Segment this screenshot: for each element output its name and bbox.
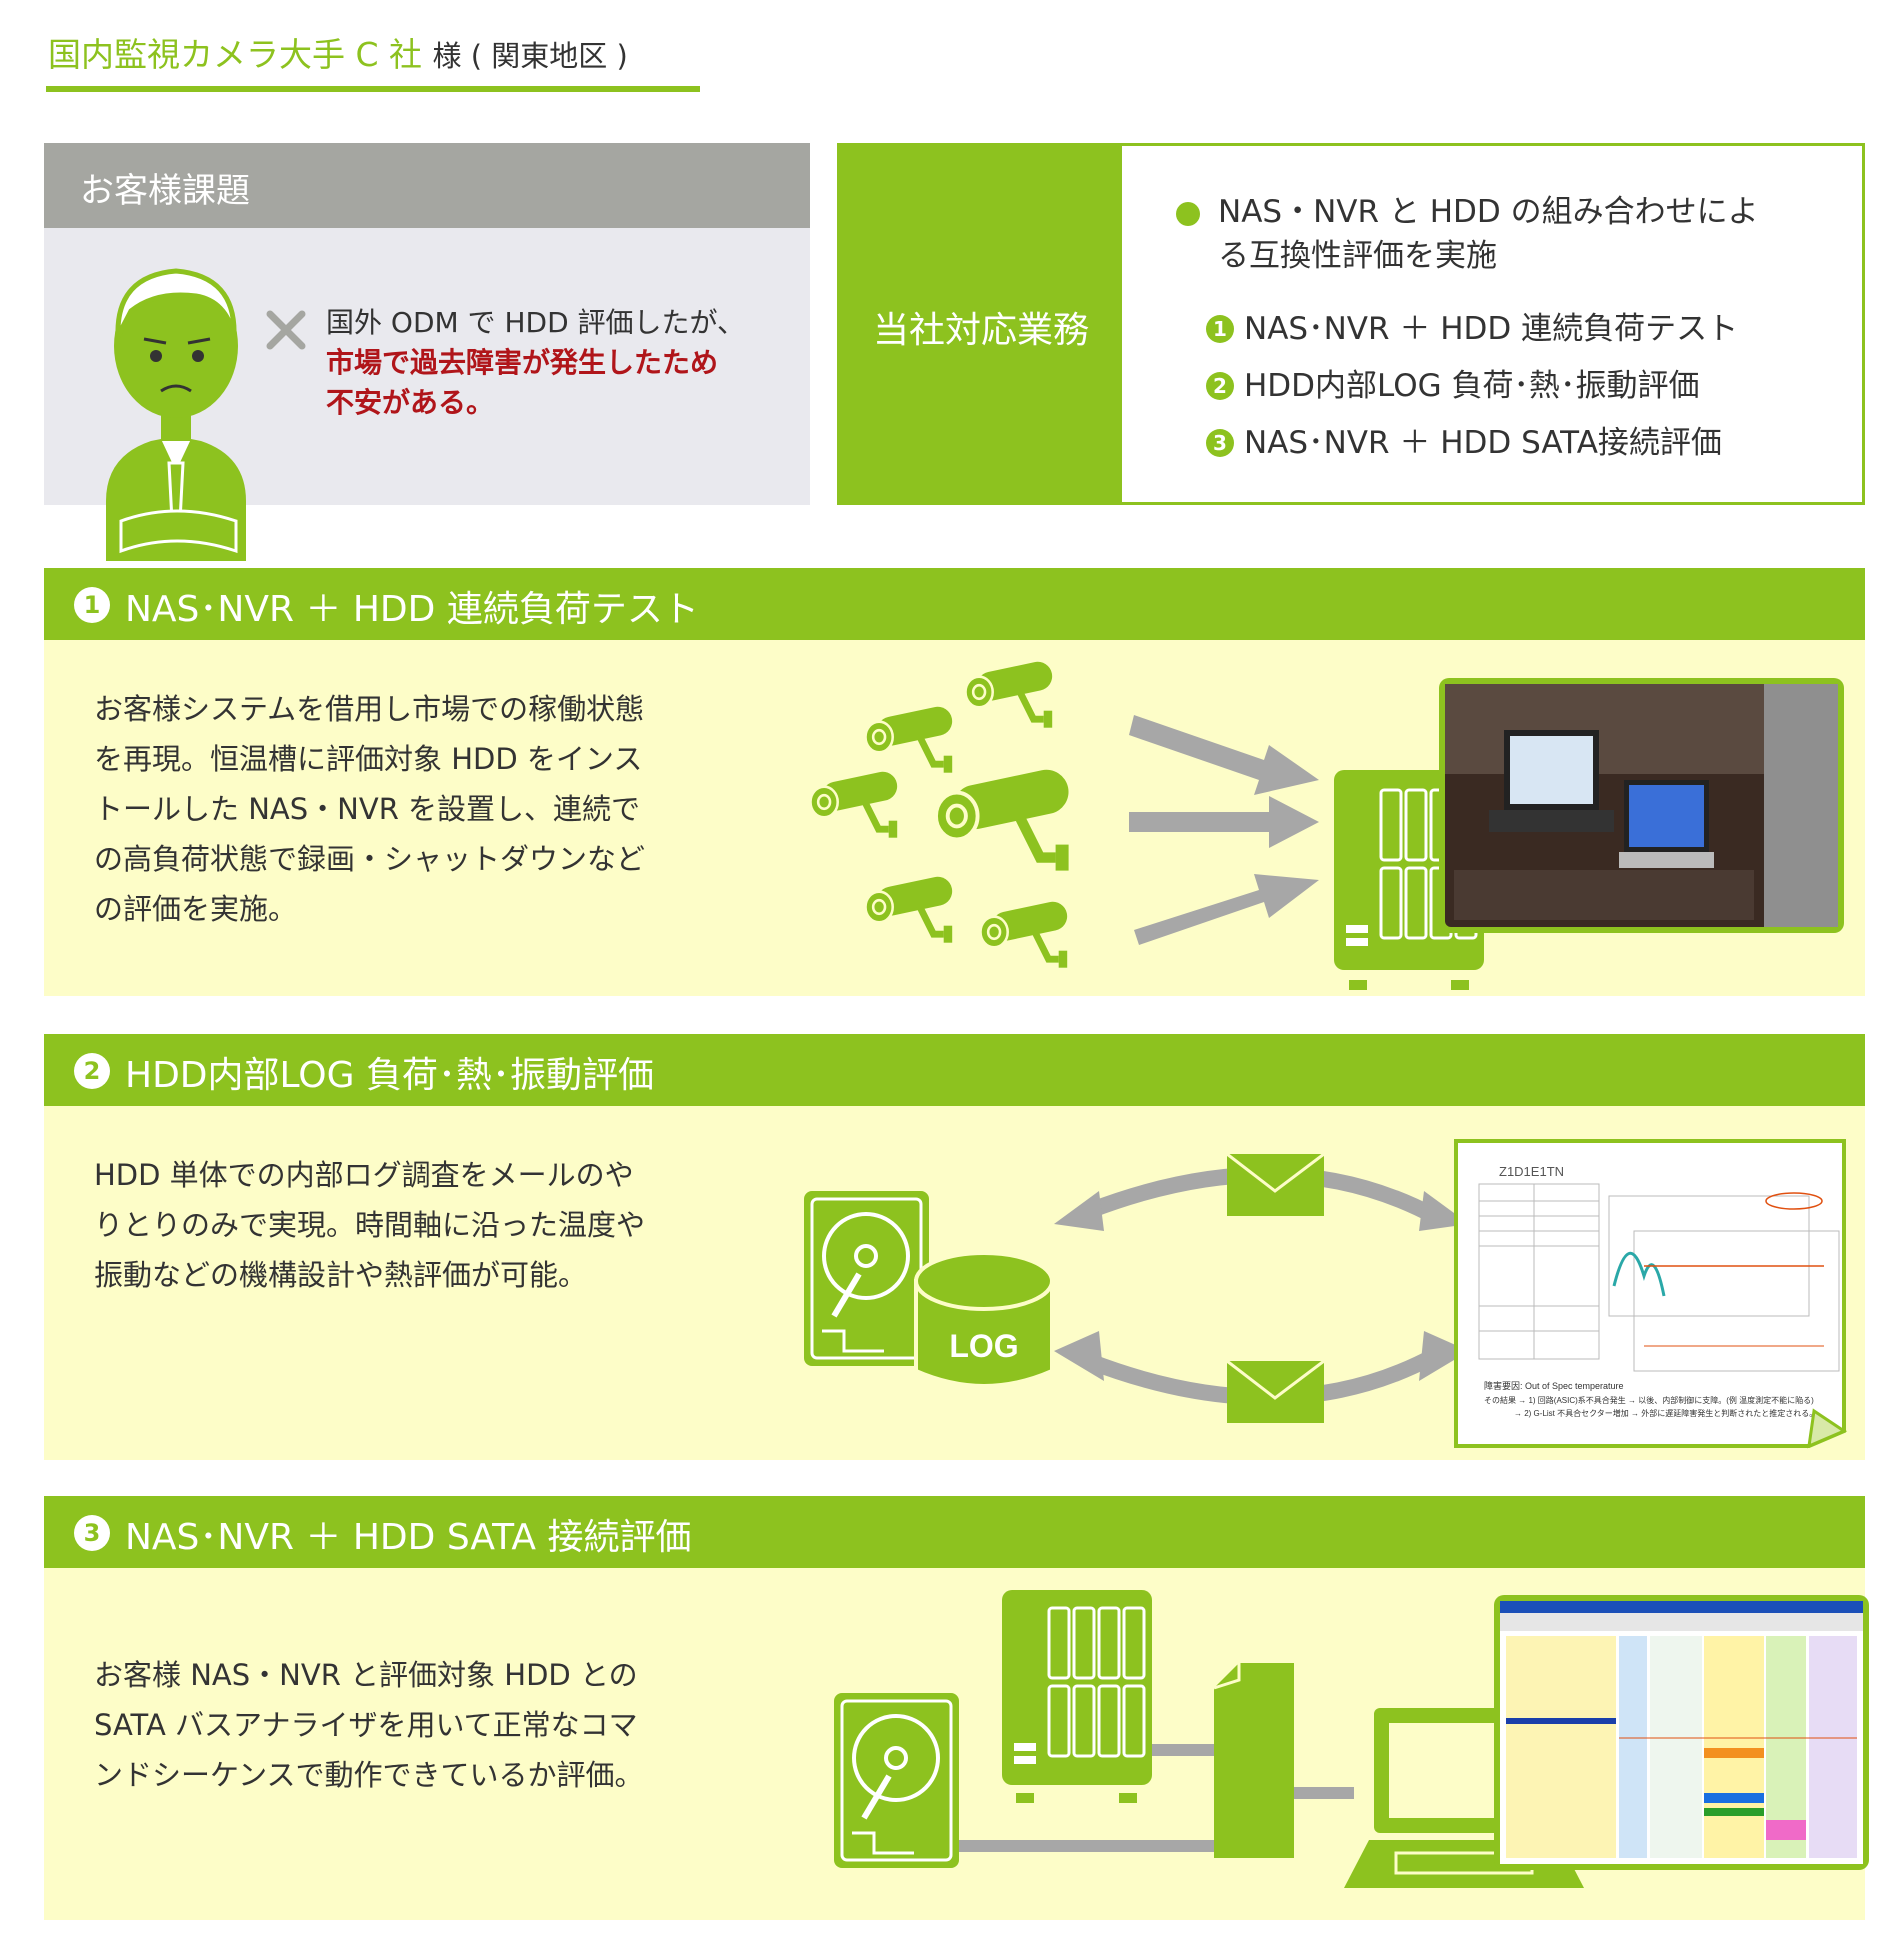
number-badge-icon: 3 [74, 1515, 110, 1551]
section-1-illustration [44, 640, 1844, 990]
text-line: を再現。恒温槽に評価対象 HDD をインス [94, 742, 643, 776]
section-3-text: お客様 NAS・NVR と評価対象 HDD との SATA バスアナライザを用い… [94, 1650, 644, 1800]
text-line: SATA バスアナライザを用いて正常なコマ [94, 1708, 638, 1742]
section-3-title: NAS･NVR ＋ HDD SATA 接続評価 [125, 1517, 692, 1558]
work-label-panel: 当社対応業務 [840, 146, 1122, 502]
bullet-dot-icon [1176, 202, 1200, 226]
work-item-label: NAS･NVR ＋ HDD SATA接続評価 [1244, 425, 1722, 461]
arrow-head-icon [1419, 1331, 1469, 1381]
sata-analyzer-icon [1213, 1663, 1294, 1858]
report-footer-line: → 2) G-List 不具合セクター増加 → 外部に遅延障害発生と判断されたと… [1514, 1408, 1817, 1418]
number-badge-icon: 1 [1206, 315, 1234, 343]
number-badge-icon: 2 [74, 1053, 110, 1089]
arrow-head-icon [1054, 1191, 1104, 1231]
camera-icon [866, 874, 955, 943]
issue-line-3: 不安がある。 [326, 386, 495, 419]
work-item-1: 1 NAS･NVR ＋ HDD 連続負荷テスト [1206, 303, 1738, 348]
camera-icon [866, 704, 955, 773]
number-badge-icon: 3 [1206, 429, 1234, 457]
issue-text: 国外 ODM で HDD 評価したが、 市場で過去障害が発生したため 不安がある… [326, 303, 745, 423]
log-label: LOG [949, 1328, 1018, 1364]
text-line: HDD 単体での内部ログ調査をメールのや [94, 1158, 634, 1192]
section-1-header: 1 NAS･NVR ＋ HDD 連続負荷テスト [44, 568, 1865, 640]
lab-photo [1439, 678, 1844, 933]
text-line: トールした NAS・NVR を設置し、連続で [94, 792, 641, 826]
log-cylinder-icon: LOG [914, 1251, 1054, 1388]
number-badge-icon: 1 [74, 587, 110, 623]
text-line: の評価を実施。 [94, 892, 298, 926]
customer-issue-box: お客様課題 国外 ODM で HDD 評価したが、 市場で過去障害が発生したため… [44, 143, 810, 561]
section-1-text: お客様システムを借用し市場での稼働状態 を再現。恒温槽に評価対象 HDD をイン… [94, 684, 645, 934]
text-line: の高負荷状態で録画・シャットダウンなど [94, 842, 646, 876]
camera-icon [811, 769, 900, 838]
person-icon [106, 268, 246, 561]
work-label: 当社対応業務 [872, 310, 1089, 351]
text-line: りとりのみで実現。時間軸に沿った温度や [94, 1208, 646, 1242]
screenshot-image [1494, 1595, 1869, 1870]
camera-icon [966, 659, 1055, 728]
work-item-2: 2 HDD内部LOG 負荷･熱･振動評価 [1206, 360, 1700, 405]
issue-heading-bar: お客様課題 [44, 143, 810, 228]
text-line: お客様 NAS・NVR と評価対象 HDD との [94, 1658, 638, 1692]
text-line: ンドシーケンスで動作できているか評価。 [94, 1758, 644, 1792]
hdd-icon [804, 1191, 929, 1366]
section-2-illustration: LOG Z1D1E1TN [804, 1139, 1848, 1449]
issue-line-2: 市場で過去障害が発生したため [326, 346, 719, 379]
text-line: お客様システムを借用し市場での稼働状態 [94, 692, 645, 726]
mail-icon [1226, 1359, 1325, 1423]
section-3-body: お客様 NAS・NVR と評価対象 HDD との SATA バスアナライザを用い… [44, 1568, 1869, 1920]
work-item-3: 3 NAS･NVR ＋ HDD SATA接続評価 [1206, 417, 1722, 462]
section-3-header: 3 NAS･NVR ＋ HDD SATA 接続評価 [44, 1496, 1865, 1568]
title-suffix: 様 ( 関東地区 ) [432, 39, 628, 73]
report-icon: Z1D1E1TN 障害要因: Out of Spec temperature そ… [1454, 1139, 1848, 1449]
report-title: Z1D1E1TN [1499, 1164, 1564, 1179]
section-3-illustration [834, 1590, 1869, 1888]
mail-icon [1226, 1152, 1325, 1216]
number-badge-icon: 2 [1206, 372, 1234, 400]
section-1-title: NAS･NVR ＋ HDD 連続負荷テスト [125, 589, 699, 630]
arrow-head-icon [1054, 1331, 1104, 1381]
report-footer-line: その結果 → 1) 回路(ASIC)系不具合発生 → 以後、内部制御に支障。(例… [1484, 1395, 1814, 1405]
camera-icon [936, 766, 1073, 871]
hdd-icon [834, 1693, 959, 1868]
work-item-label: HDD内部LOG 負荷･熱･振動評価 [1244, 368, 1700, 404]
camera-icon [981, 899, 1070, 968]
work-main-line-2: る互換性評価を実施 [1218, 238, 1497, 274]
text-line: 振動などの機構設計や熱評価が可能。 [94, 1258, 588, 1292]
title-company: 国内監視カメラ大手 C 社 [48, 35, 423, 74]
section-2-title: HDD内部LOG 負荷･熱･振動評価 [125, 1055, 654, 1096]
issue-line-1: 国外 ODM で HDD 評価したが、 [326, 306, 745, 339]
nas-icon [1002, 1590, 1152, 1803]
title-underline [46, 86, 700, 92]
our-work-box: 当社対応業務 NAS・NVR と HDD の組み合わせによ る互換性評価を実施 … [837, 143, 1865, 505]
report-footer-line: 障害要因: Out of Spec temperature [1484, 1380, 1624, 1391]
cross-icon [266, 310, 306, 350]
work-main-text: NAS・NVR と HDD の組み合わせによ る互換性評価を実施 [1218, 190, 1759, 278]
section-2-text: HDD 単体での内部ログ調査をメールのや りとりのみで実現。時間軸に沿った温度や… [94, 1150, 645, 1300]
arrow-icon [1129, 715, 1319, 945]
work-main-line-1: NAS・NVR と HDD の組み合わせによ [1218, 194, 1759, 230]
issue-heading: お客様課題 [80, 171, 250, 211]
work-item-label: NAS･NVR ＋ HDD 連続負荷テスト [1244, 311, 1739, 347]
page-title: 国内監視カメラ大手 C 社 様 ( 関東地区 ) [48, 28, 628, 76]
section-2-body: HDD 単体での内部ログ調査をメールのや りとりのみで実現。時間軸に沿った温度や… [44, 1106, 1865, 1460]
section-1-body: お客様システムを借用し市場での稼働状態 を再現。恒温槽に評価対象 HDD をイン… [44, 640, 1865, 996]
section-2-header: 2 HDD内部LOG 負荷･熱･振動評価 [44, 1034, 1865, 1106]
